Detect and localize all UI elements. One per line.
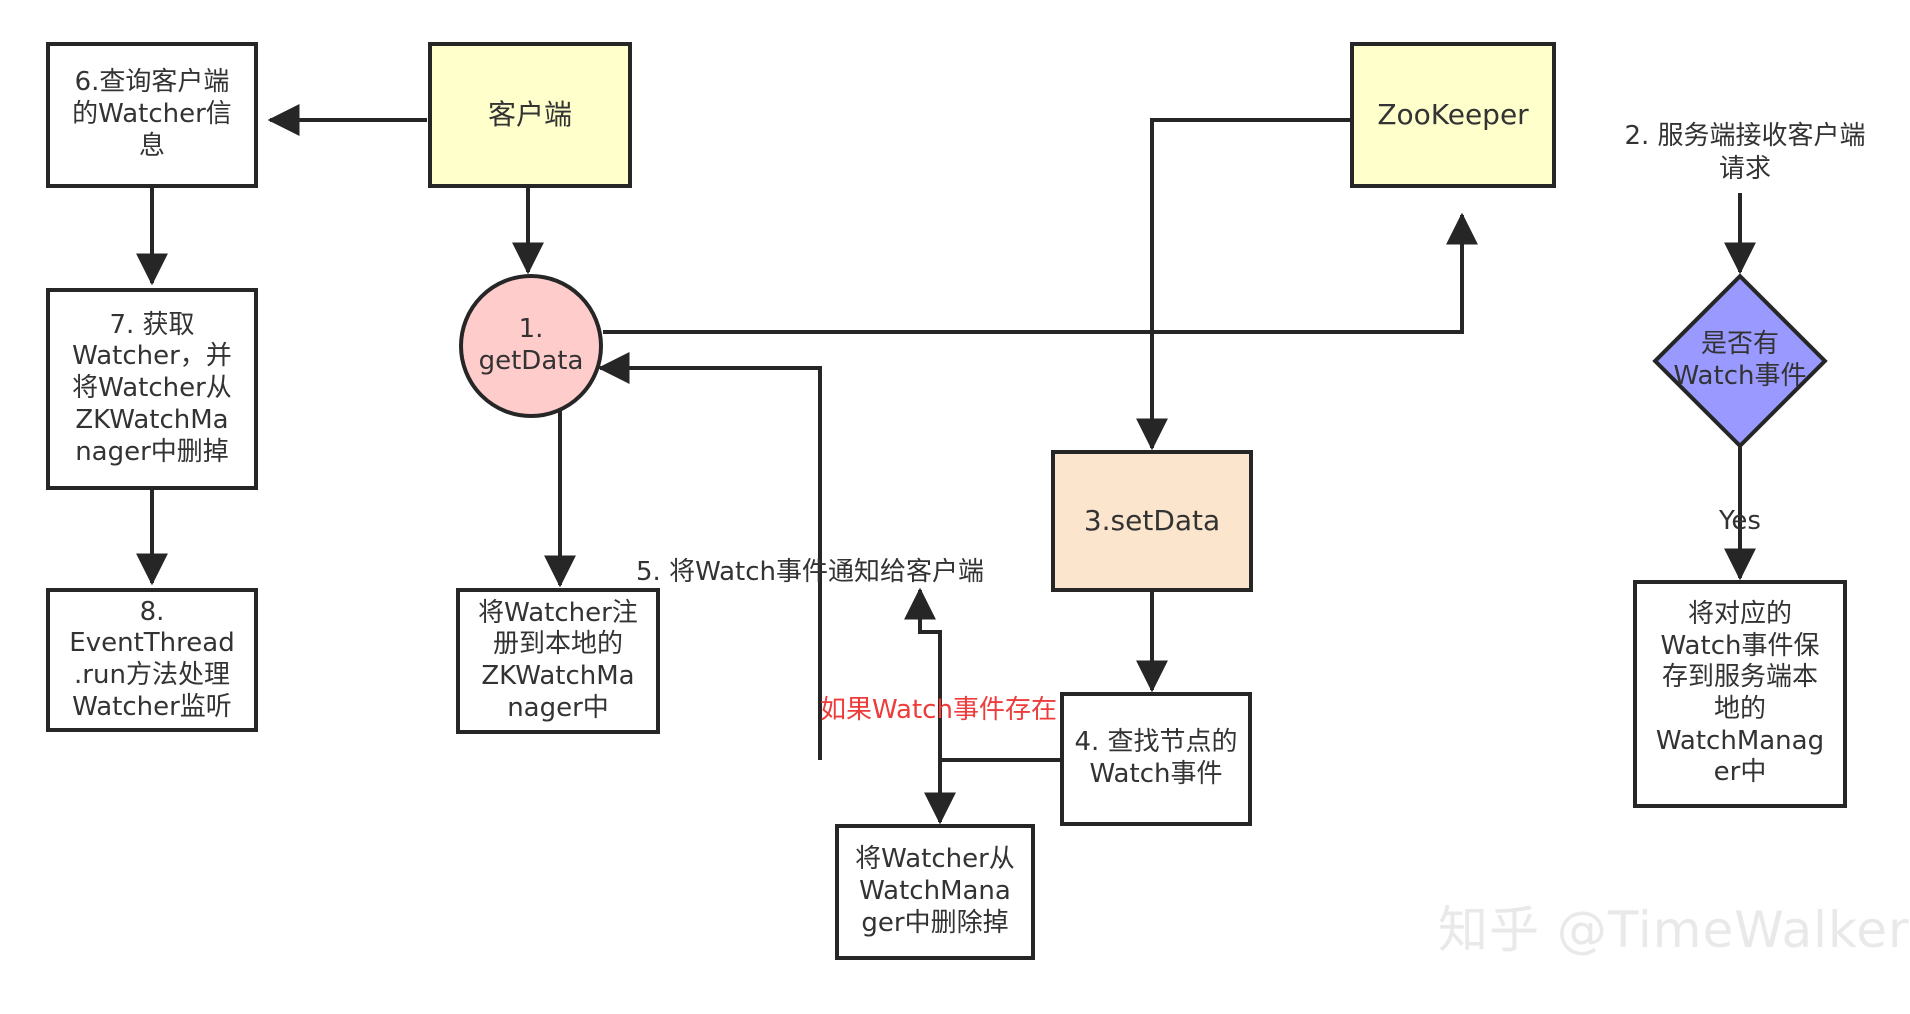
edge-getdata-to-zookeeper [603, 212, 1478, 334]
node-remove-watcher-label: 将Watcher从 WatchMana ger中删除掉 [855, 844, 1015, 938]
edge-notify-client-up [904, 587, 942, 760]
node-step8-label: 8. EventThread .run方法处理 Watcher监听 [69, 596, 235, 722]
node-step4-label: 4. 查找节点的 Watch事件 [1074, 727, 1238, 789]
node-client-label: 客户端 [487, 97, 572, 131]
node-zookeeper-label: ZooKeeper [1377, 97, 1529, 131]
node-step8-eventthread-run[interactable]: 8. EventThread .run方法处理 Watcher监听 [46, 588, 258, 732]
node-getdata[interactable]: 1. getData [459, 274, 603, 418]
label-step5-notify-client: 5. 将Watch事件通知给客户端 [636, 557, 985, 587]
node-step4-find-watch-event[interactable]: 4. 查找节点的 Watch事件 [1060, 692, 1252, 826]
node-register-watcher-label: 将Watcher注 册到本地的 ZKWatchMa nager中 [478, 597, 638, 723]
node-decision-has-watch-event[interactable]: 是否有 Watch事件 [1625, 273, 1855, 449]
node-step6-label: 6.查询客户端 的Watcher信 息 [72, 67, 232, 161]
edge-zookeeper-to-setdata [1136, 118, 1354, 451]
label-step2-server-receive-request: 2. 服务端接收客户端 请求 [1624, 121, 1866, 184]
node-zookeeper[interactable]: ZooKeeper [1350, 42, 1556, 188]
node-step7-get-watcher[interactable]: 7. 获取 Watcher，并 将Watcher从 ZKWatchMa nage… [46, 288, 258, 490]
node-register-watcher-local[interactable]: 将Watcher注 册到本地的 ZKWatchMa nager中 [456, 588, 660, 734]
node-setdata[interactable]: 3.setData [1051, 450, 1253, 592]
edge-step4-to-removewm [924, 758, 1063, 825]
node-step6-query-client-watcher[interactable]: 6.查询客户端 的Watcher信 息 [46, 42, 258, 188]
node-save-watch-label: 将对应的 Watch事件保 存到服务端本 地的 WatchManag er中 [1655, 598, 1825, 788]
watermark-zhihu-timewalker: 知乎 @TimeWalker [1438, 901, 1910, 959]
label-yes-branch: Yes [1719, 506, 1761, 536]
node-getdata-label: 1. getData [478, 314, 584, 376]
node-client[interactable]: 客户端 [428, 42, 632, 188]
node-remove-watcher-watchmanager[interactable]: 将Watcher从 WatchMana ger中删除掉 [835, 824, 1035, 960]
node-setdata-label: 3.setData [1083, 503, 1221, 537]
node-decision-label: 是否有 Watch事件 [1673, 329, 1807, 391]
label-condition-watch-event-exists: 如果Watch事件存在 [820, 695, 1057, 725]
node-step7-label: 7. 获取 Watcher，并 将Watcher从 ZKWatchMa nage… [72, 309, 232, 467]
node-save-watch-event-server[interactable]: 将对应的 Watch事件保 存到服务端本 地的 WatchManag er中 [1633, 580, 1847, 808]
